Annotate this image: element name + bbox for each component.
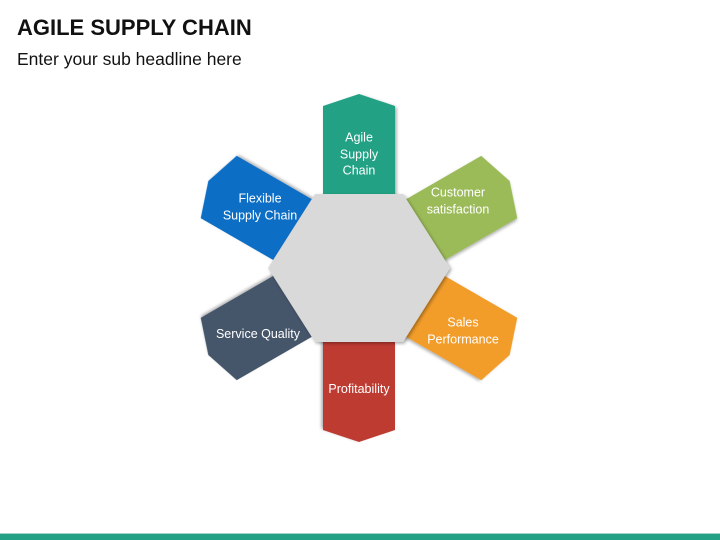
page-title: AGILE SUPPLY CHAIN	[17, 15, 252, 40]
label-line: Agile	[345, 130, 373, 145]
label-line: Customer	[430, 185, 486, 200]
label-line: Service Quality	[215, 326, 301, 341]
footer-bar	[0, 533, 720, 540]
label-line: Supply Chain	[222, 208, 298, 222]
label-line: Performance	[427, 332, 499, 346]
label-line: satisfaction	[426, 202, 490, 216]
label-line: Flexible	[238, 191, 282, 206]
label-service-quality: Service Quality	[216, 326, 300, 343]
label-line: Profitability	[328, 381, 390, 396]
center-hexagon	[268, 194, 450, 342]
label-line: Supply	[339, 146, 379, 161]
label-customer-satisfaction: Customer satisfaction	[427, 185, 490, 218]
label-profitability: Profitability	[328, 381, 389, 398]
label-line: Chain	[342, 163, 376, 178]
label-line: Sales	[447, 315, 479, 330]
page-subtitle: Enter your sub headline here	[17, 49, 242, 69]
